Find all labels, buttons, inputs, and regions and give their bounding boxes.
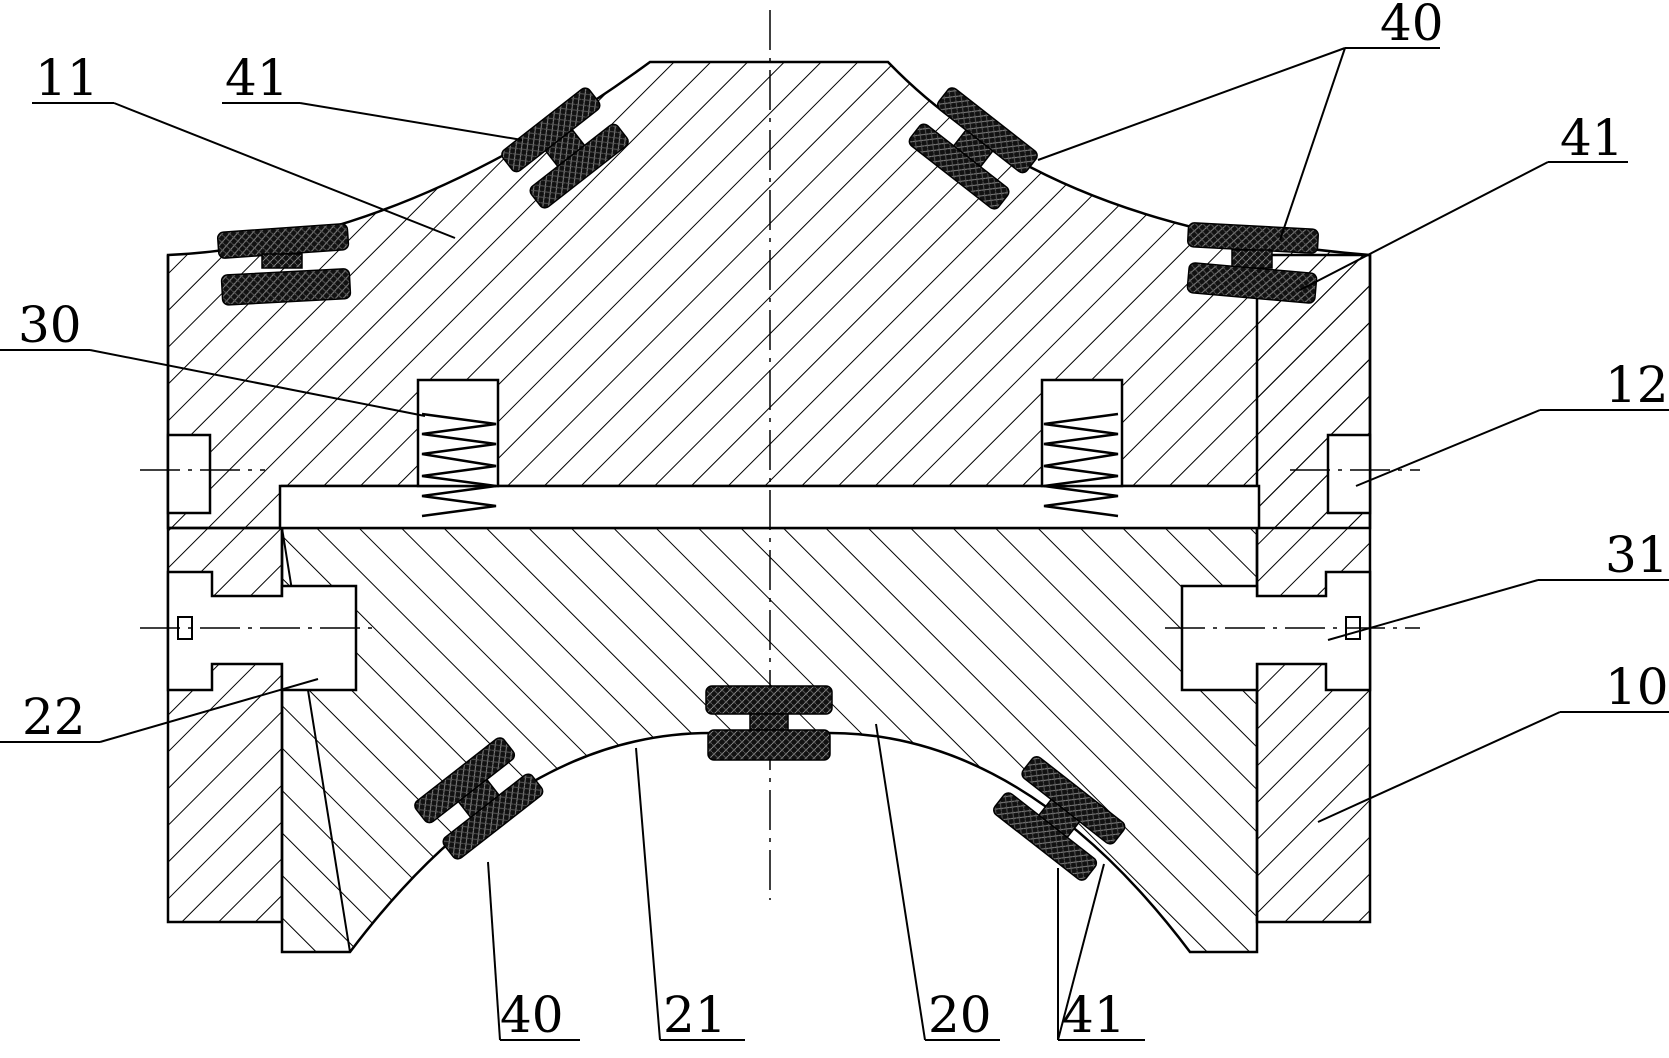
- label-41-right: 41: [1560, 109, 1624, 167]
- label-20: 20: [928, 986, 992, 1044]
- label-30: 30: [18, 296, 82, 354]
- label-31: 31: [1605, 526, 1669, 584]
- label-41-top-left: 41: [225, 49, 289, 107]
- label-12: 12: [1605, 356, 1669, 414]
- label-11: 11: [35, 49, 99, 107]
- label-40-bottom: 40: [500, 986, 564, 1044]
- reference-numerals: 11 41 40 41 30 12 31 22 10 40 21 20 41: [18, 0, 1669, 1044]
- bolt-31: [166, 570, 1372, 692]
- screw-12: [166, 433, 1372, 515]
- label-10: 10: [1605, 658, 1669, 716]
- rubber-seals-40: [216, 87, 1319, 881]
- label-41-bottom: 41: [1062, 986, 1126, 1044]
- leader-lines: [0, 47, 1669, 1041]
- spring-assembly-30: [416, 378, 1124, 518]
- label-21: 21: [663, 986, 727, 1044]
- label-40-top-right: 40: [1380, 0, 1444, 52]
- label-22: 22: [22, 688, 86, 746]
